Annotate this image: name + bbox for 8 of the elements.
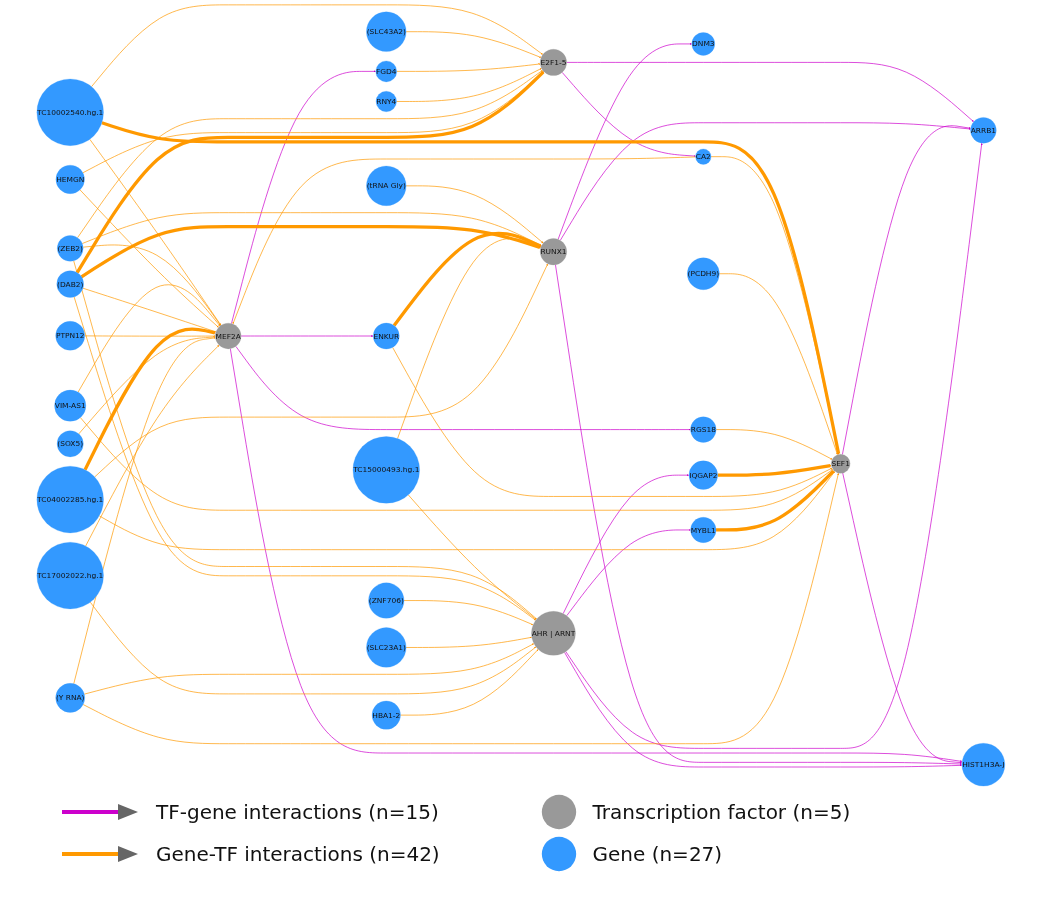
legend-label: Gene-TF interactions (n=42) <box>156 842 440 866</box>
arrow <box>392 231 542 327</box>
legend-label: Transcription factor (n=5) <box>592 800 851 824</box>
arrow <box>80 224 541 278</box>
arrow <box>717 463 832 477</box>
legend-label: TF-gene interactions (n=15) <box>156 800 439 824</box>
legend-label: Gene (n=27) <box>592 842 723 866</box>
arrow <box>715 469 835 532</box>
